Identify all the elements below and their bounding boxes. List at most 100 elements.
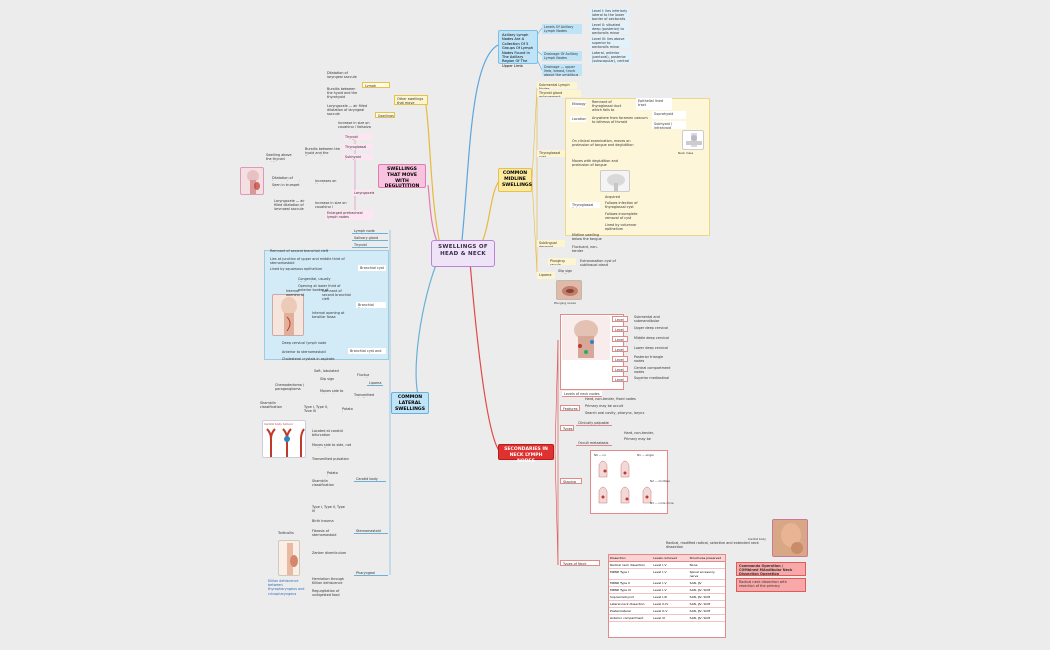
dissection-note: Radical, modified radical, selective and… [666, 541, 759, 550]
staging-note-2: N1 — single ipsilateral node [637, 453, 654, 457]
bf-sub-1: Remnant of second branchial cleft [322, 289, 351, 300]
lipoma-note-8: Type I, Type II, Type III [304, 405, 328, 412]
lateral-item-8[interactable]: Carotid body tumour [354, 476, 386, 482]
deglutition-item-1[interactable]: Thyroid swellings [343, 134, 373, 140]
other-moving-lymph[interactable]: Lymph nodes attached to the trachea [362, 82, 390, 88]
cs-note-1: Deep cervical lymph node [282, 341, 327, 345]
axillary-level-note-1: Level I: lies inferiorly lateral to the … [590, 8, 630, 20]
midline-thyroid-gland[interactable]: Thyroid gland enlargement [537, 90, 581, 97]
deglutition-item-3[interactable]: Subhyoid bursitis [343, 154, 373, 160]
root-node[interactable]: SWELLINGS OF HEAD & NECK [431, 240, 495, 267]
table-header-row: Dissection Levels removed Structures pre… [609, 555, 725, 562]
carotid-image-caption: Carotid body tumour [264, 422, 294, 426]
fistula-note-3: Follows incomplete removal of cyst [605, 212, 638, 221]
staging-label[interactable]: Staging [560, 478, 582, 484]
lateral-node[interactable]: COMMON LATERAL SWELLINGS [391, 392, 429, 414]
table-cell: SAN, IJV, SCM [689, 602, 711, 606]
pp-note-1: Zenker diverticulum [312, 551, 347, 555]
lipoma-midline-label[interactable]: Lipoma [537, 272, 555, 279]
deglutition-item-5[interactable]: Enlarged pretracheal lymph nodes [325, 210, 373, 220]
features-label[interactable]: Features [560, 405, 580, 411]
subhyoid-note-2: Swelling above the thyroid cartilage [266, 153, 292, 162]
lateral-item-2[interactable]: Salivary gland enlargement [352, 235, 388, 241]
level-4-label[interactable]: Level IV [612, 346, 628, 352]
lateral-item-1[interactable]: Lymph node swelling [352, 228, 388, 234]
pharyngeal-image [278, 540, 300, 576]
level-5-label[interactable]: Level V [612, 356, 628, 362]
ranula-note: Extravasation cyst of sublingual gland [580, 259, 616, 266]
deglutition-item-2[interactable]: Thyroglossal cyst [343, 144, 373, 150]
deglutition-item-4[interactable]: Laryngocele [352, 190, 374, 196]
axillary-drainage[interactable]: Drainage Of Axillary Lymph Nodes [542, 51, 582, 61]
level-2-desc: Upper deep cervical nodes [634, 326, 669, 331]
commando-callout-2[interactable]: Radical neck dissection with resection o… [736, 578, 806, 592]
etiology-label[interactable]: Etiology [570, 101, 586, 107]
laryngocele-image [240, 167, 264, 195]
table-cell: Spinal accessory nerve [689, 570, 715, 578]
midline-submental[interactable]: Submental Lymph Nodes [537, 82, 577, 89]
types-label[interactable]: Types [560, 425, 574, 431]
lipoma-note-3: Fluctuation negative [357, 373, 369, 378]
table-cell: Level I–V [653, 588, 667, 592]
etiology-note: Remnant of thyroglossal duct which fails… [592, 100, 622, 111]
level-7-label[interactable]: Level VII [612, 376, 628, 382]
lipoma-note-9: Potato tumour [342, 407, 354, 412]
laryngocele-note-2: Seen in trumpet players [272, 183, 300, 188]
plunging-ranula-label[interactable]: Plunging ranula [548, 258, 576, 265]
larynx-note-2: Increase in size on coughing / Valsalva [338, 121, 371, 128]
pp-note-2: Herniation through Killian dehiscence [312, 577, 345, 586]
staging-note-3: N2 — multiple nodes [650, 479, 670, 484]
cyst-note: On clinical examination, moves on protru… [572, 139, 634, 148]
level-3-label[interactable]: Level III [612, 336, 628, 342]
axillary-levels[interactable]: Levels Of Axillary Lymph Nodes [542, 24, 582, 34]
secondaries-node[interactable]: SECONDARIES IN NECK LYMPH NODES [498, 444, 554, 464]
table-cell: None [689, 563, 698, 567]
levels-title[interactable]: Levels of neck nodes [562, 391, 602, 397]
level-4-desc: Lower deep cervical nodes [634, 346, 668, 351]
axillary-level-note-3: Level III: lies above superior to pector… [590, 36, 630, 48]
neck-levels-image [562, 316, 610, 360]
lipoma-note-5: Moves side to side, not vertically [320, 389, 344, 394]
thyroglossal-fistula-label[interactable]: Thyroglossal fistula [570, 202, 600, 208]
level-1-label[interactable]: Level I [612, 316, 628, 322]
thyroglossal-cyst-label[interactable]: Thyroglossal cyst [537, 150, 565, 157]
bf-note-2: Opening at lower third of anterior borde… [298, 284, 341, 291]
features-note-3: Search oral cavity, pharynx, larynx [585, 411, 645, 415]
lateral-cyst-sinus[interactable]: Branchial cyst and sinus [348, 348, 386, 354]
lateral-item-10[interactable]: Pharyngeal pouch [354, 570, 388, 576]
midline-node[interactable]: COMMON MIDLINE SWELLINGS [498, 168, 532, 192]
etiology-note2: Epithelial lined tract [636, 98, 672, 110]
commando-callout[interactable]: Commando Operation / COMbined MAndibular… [736, 562, 806, 576]
axillary-node[interactable]: Axillary Lymph Nodes Are A Collection Of… [498, 30, 538, 68]
level-5-desc: Posterior triangle nodes [634, 355, 664, 362]
staging-note-1: N0 — no regional nodes [594, 453, 606, 457]
lipoma-note-7: Shamblin classification [260, 401, 282, 410]
lateral-item-5[interactable]: Branchial fistula [356, 302, 386, 308]
level-2-label[interactable]: Level II [612, 326, 628, 332]
lymph-note-2: Bursitis between the hyoid and the thyro… [327, 87, 358, 100]
subhyoid-note-1: Bursitis between the hyoid and the thyro… [305, 147, 340, 156]
lateral-item-6[interactable]: Sternomastoid tumour [354, 528, 388, 534]
other-moving-node[interactable]: Other swellings that move [394, 95, 428, 105]
types-sub-1: Hard, non-tender, fixed nodes [624, 431, 655, 435]
lateral-item-4[interactable]: Branchial cyst [358, 265, 386, 271]
location-label[interactable]: Location [570, 116, 586, 122]
table-cell: Posterolateral [610, 609, 631, 613]
cs-note-2: Anterior to sternomastoid [282, 350, 326, 354]
dissection-label[interactable]: Types of Neck Dissection [560, 560, 600, 566]
deglutition-node[interactable]: SWELLINGS THAT MOVE WITH DEGLUTITION [378, 164, 426, 189]
table-header-cell: Dissection [610, 556, 626, 560]
larynx-note-1: Laryngocele — air filled dilatation of l… [327, 104, 368, 117]
lipoma-lateral[interactable]: Lipoma [367, 381, 383, 386]
bc-note-2: Lies at junction of upper and middle thi… [270, 257, 345, 265]
lateral-item-3[interactable]: Thyroid enlargement [352, 242, 388, 248]
other-moving-larynx[interactable]: Swellings of the larynx [375, 112, 395, 118]
level-6-label[interactable]: Level VI [612, 366, 628, 372]
table-cell: Radical neck dissection [610, 563, 646, 567]
axillary-drainage2[interactable]: Drainage — upper limb, breast, trunk abo… [542, 64, 582, 76]
table-cell: SAN, IJV, SCM [689, 588, 711, 592]
sublingual-dermoid-label[interactable]: Sublingual dermoid [537, 240, 565, 247]
